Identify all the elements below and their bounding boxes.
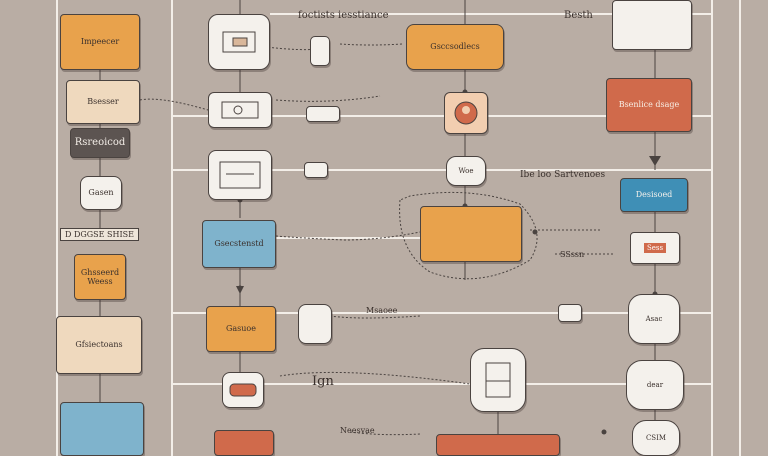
left-small-card: Gasen [80,176,122,210]
right-box-1-text: Bsenlice dsage [618,100,680,110]
pin-card: Woe [446,156,486,186]
left-box-weess-text: Weess [87,277,113,286]
bottom-tag: Neesvae [340,426,375,435]
browser-card [208,92,272,128]
left-tag: D DGGSE SHISE [60,228,139,241]
pin-card-text: Woe [458,166,474,175]
left-box-ghsseerd: Ghsseerd Weess [74,254,126,300]
mid-tag-ssssn: SSssn [560,250,585,259]
left-box-impeecer-text: Impeecer [80,37,120,47]
document-icon [222,31,256,53]
face-icon [454,101,478,125]
face-card [444,92,488,134]
note-card [612,0,692,50]
center-blue-box-text: Gsecstenstd [214,239,264,249]
top-center-box: Gsccsodlecs [406,24,504,70]
left-box-bsesser-text: Bsesser [87,97,119,107]
right-white-card-2-text: dear [646,380,664,389]
printer-card [310,36,330,66]
pill-card [222,372,264,408]
pill-icon [229,383,257,397]
right-white-card-3: CSIM [632,420,680,456]
left-box-impeecer: Impeecer [60,14,140,70]
left-box-gfsiectoans: Gfsiectoans [56,316,142,374]
small-card-2 [306,106,340,122]
top-header: foctists iesstiance [298,10,389,21]
right-white-card-2: dear [626,360,684,410]
mid-tag-msaoee: Msaoee [366,306,398,315]
mid-tag-services: Ibe loo Sartvenoes [520,170,606,180]
left-dark-box: Rsreoicod [70,128,130,158]
left-box-bsesser: Bsesser [66,80,140,124]
phone-card [470,348,526,412]
window-icon [219,161,261,189]
monitor-card [298,304,332,344]
window-card [208,150,272,200]
center-main-box [420,206,522,262]
left-box-gfsiectoans-text: Gfsiectoans [75,340,123,350]
hand-icon [221,101,259,119]
small-card-5 [558,304,582,322]
bottom-rust-box-left [214,430,274,456]
phone-icon [485,362,511,398]
small-card-3 [304,162,328,178]
left-box-bottom [60,402,144,456]
top-right-label: Besth [564,10,593,21]
center-orange-box: Gasuoe [206,306,276,352]
center-orange-box-text: Gasuoe [226,324,256,334]
bottom-rust-box-center [436,434,560,456]
mid-big-label: Ign [312,374,334,389]
left-small-card-text: Gasen [88,188,114,198]
right-white-card-1-text: Asac [645,314,663,323]
right-red-card-text: Sess [643,242,667,254]
left-dark-box-text: Rsreoicod [74,137,126,149]
document-card-top [208,14,270,70]
center-blue-box: Gsecstenstd [202,220,276,268]
left-box-ghsseerd-text: Ghsseerd [80,267,120,277]
right-blue-box-text: Desisoed [635,190,673,200]
right-white-card-1: Asac [628,294,680,344]
right-white-card-3-text: CSIM [645,433,667,442]
right-box-1: Bsenlice dsage [606,78,692,132]
top-center-box-text: Gsccsodlecs [430,42,480,52]
right-red-card: Sess [630,232,680,264]
right-blue-box: Desisoed [620,178,688,212]
